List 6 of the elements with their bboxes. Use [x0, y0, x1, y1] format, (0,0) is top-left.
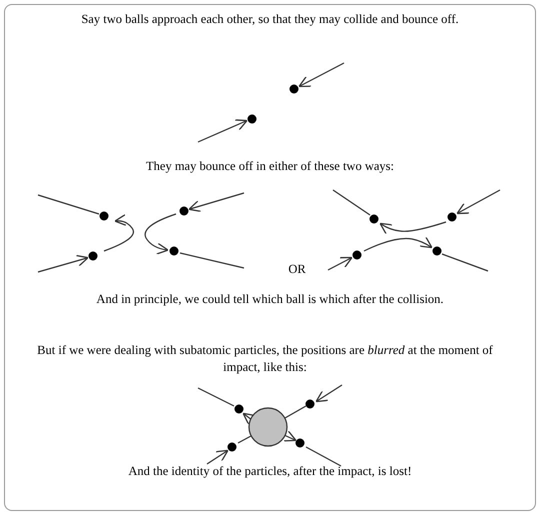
caption-text: But if we were dealing with subatomic particles, the positions are blurred at the moment of impact, like this: [36, 342, 494, 376]
caption-text: And in principle, we could tell which ball is which after the collision. [95, 291, 445, 308]
caption-text: And the identity of the particles, after the impact, is lost! [127, 463, 413, 480]
caption-text: OR [287, 261, 307, 278]
caption-text: They may bounce off in either of these two ways: [145, 158, 395, 175]
caption-text: Say two balls approach each other, so that they may collide and bounce off. [80, 11, 460, 28]
